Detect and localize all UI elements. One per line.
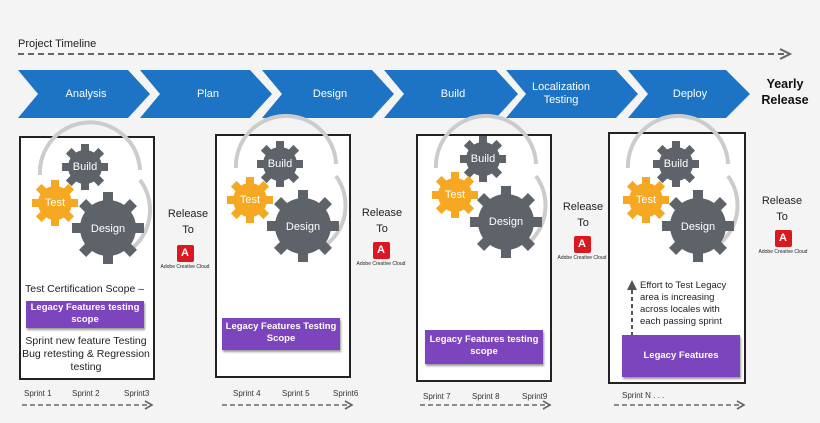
gear-label-test-4: Test [635, 194, 657, 206]
adobe-cc-4: A Adobe Creative Cloud [751, 230, 815, 255]
gear-label-test-3: Test [444, 189, 466, 201]
adobe-cc-2: A Adobe Creative Cloud [350, 242, 412, 267]
phase-plan: Plan [196, 88, 220, 100]
gear-cluster-4 [623, 113, 740, 262]
legacy-features-badge-3: Legacy Features testing scope [425, 330, 543, 364]
legacy-effort-note: Effort to Test Legacy area is increasing… [640, 280, 727, 327]
phase-design: Design [312, 88, 348, 100]
timeline-arrowhead [779, 48, 793, 60]
phase-deploy: Deploy [672, 88, 708, 100]
sprint-testing-notes: Sprint new feature Testing Bug retesting… [22, 335, 150, 373]
chevron-deploy [628, 70, 750, 118]
sprint-label: Sprint 2 [72, 389, 100, 398]
gear-label-test-2: Test [239, 194, 261, 206]
adobe-cc-logo-icon: A [774, 230, 792, 247]
adobe-cc-text: Adobe Creative Cloud [160, 264, 210, 270]
chevron-analysis [18, 70, 150, 118]
adobe-cc-logo-icon: A [573, 236, 591, 253]
sprint-label: Sprint 5 [282, 389, 310, 398]
sprint-arrowhead-4 [736, 400, 746, 410]
project-timeline-label: Project Timeline [18, 38, 97, 50]
sprint-label: Sprint 1 [24, 389, 52, 398]
chevron-build [384, 70, 518, 118]
sprint-panel-1 [19, 136, 155, 380]
release-label: Release [562, 201, 604, 213]
sprint-label: Sprint3 [124, 389, 150, 398]
sprint-arrowhead-2 [344, 400, 354, 410]
chevron-plan [140, 70, 272, 118]
gear-label-design-3: Design [488, 216, 524, 228]
gear-label-build-3: Build [470, 153, 496, 165]
adobe-cc-logo-icon: A [372, 242, 390, 259]
chevron-design [262, 70, 394, 118]
sprint-label: Sprint6 [333, 389, 359, 398]
test-certification-scope-label: Test Certification Scope – [25, 283, 145, 295]
chevron-localization [506, 70, 638, 118]
gear-cluster-1 [32, 120, 152, 264]
sprint-label: Sprint 4 [233, 389, 261, 398]
gear-label-build-2: Build [267, 158, 293, 170]
sprint-arrowhead-1 [144, 400, 154, 410]
release-label: Release [167, 208, 209, 220]
legacy-features-badge-4: Legacy Features [622, 335, 740, 377]
gear-label-design-2: Design [285, 221, 321, 233]
release-label: Release [761, 195, 803, 207]
sprint-label: Sprint 7 [423, 392, 451, 401]
legacy-features-badge-1: Legacy Features testing scope [26, 301, 144, 328]
sprint-arrowhead-3 [542, 400, 552, 410]
release-to-2: Release To [354, 205, 410, 237]
release-to-label: To [577, 217, 589, 229]
adobe-cc-text: Adobe Creative Cloud [758, 249, 808, 255]
release-to-4: Release To [754, 193, 810, 225]
release-to-3: Release To [556, 199, 610, 231]
phase-chevrons [18, 70, 750, 118]
adobe-cc-text: Adobe Creative Cloud [356, 261, 406, 267]
phase-analysis: Analysis [65, 88, 107, 100]
adobe-cc-text: Adobe Creative Cloud [557, 255, 607, 261]
release-label: Release [361, 207, 403, 219]
gear-label-test-1: Test [44, 197, 66, 209]
gear-label-build-4: Build [663, 158, 689, 170]
gear-label-design-1: Design [90, 223, 126, 235]
sprint-label: Sprint9 [522, 392, 548, 401]
adobe-cc-logo-icon: A [176, 245, 194, 262]
release-to-label: To [376, 223, 388, 235]
adobe-cc-1: A Adobe Creative Cloud [152, 245, 218, 270]
effort-arrowhead [627, 280, 637, 290]
release-to-1: Release To [160, 206, 216, 238]
gear-label-design-4: Design [680, 221, 716, 233]
gear-label-build-1: Build [72, 161, 98, 173]
gear-cluster-3 [432, 113, 548, 258]
adobe-cc-3: A Adobe Creative Cloud [552, 236, 612, 261]
gear-cluster-2 [227, 113, 348, 262]
release-to-label: To [182, 224, 194, 236]
sprint-label: Sprint N . . . [622, 391, 665, 400]
yearly-release-label: Yearly Release [761, 77, 809, 107]
phase-build: Build [440, 88, 466, 100]
legacy-features-badge-2: Legacy Features Testing Scope [222, 318, 340, 350]
phase-localization-testing: Localization Testing [531, 81, 591, 106]
sprint-label: Sprint 8 [472, 392, 500, 401]
release-to-label: To [776, 211, 788, 223]
